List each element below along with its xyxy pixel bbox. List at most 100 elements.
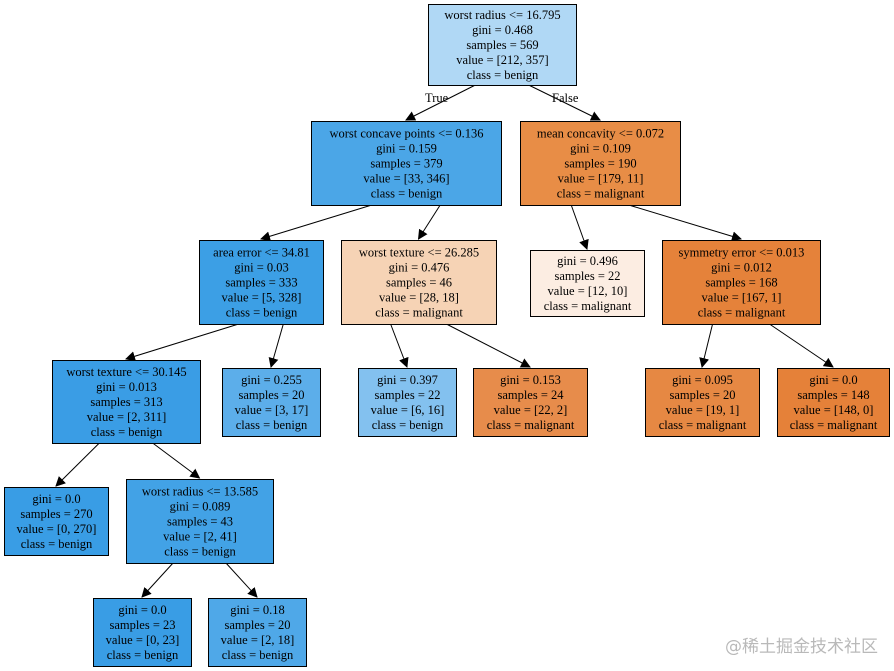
node-text-line: samples = 168 <box>705 276 777 290</box>
node-text-line: class = benign <box>236 418 308 432</box>
node-box <box>530 250 645 317</box>
node-text-line: value = [33, 346] <box>363 172 449 186</box>
node-text-line: class = benign <box>372 418 444 432</box>
node-text-line: gini = 0.03 <box>234 261 289 275</box>
node-text-line: class = benign <box>467 68 539 82</box>
node-text-line: gini = 0.159 <box>376 142 437 156</box>
node-text-line: worst radius <= 13.585 <box>142 485 258 499</box>
node-text-line: value = [148, 0] <box>794 403 874 417</box>
node-text-line: value = [19, 1] <box>666 403 740 417</box>
node-text-line: value = [5, 328] <box>222 291 302 305</box>
edge-n7-n14 <box>152 442 201 479</box>
watermark: @稀土掘金技术社区 <box>725 637 878 657</box>
node-text-line: mean concavity <= 0.072 <box>537 127 664 141</box>
node-text-line: gini = 0.397 <box>377 373 438 387</box>
node-box <box>428 4 577 86</box>
node-box <box>341 240 497 325</box>
node-box <box>222 368 321 437</box>
edge-n4-n10 <box>446 323 531 368</box>
node-text-line: samples = 313 <box>90 395 162 409</box>
node-text-line: value = [12, 10] <box>548 284 628 298</box>
node-text-line: class = malignant <box>659 418 747 432</box>
node-text-line: gini = 0.095 <box>672 373 733 387</box>
node-text-line: worst radius <= 16.795 <box>444 8 560 22</box>
node-text-line: value = [2, 18] <box>221 633 295 647</box>
node-box <box>662 240 821 325</box>
node-text-line: samples = 22 <box>374 388 440 402</box>
node-text-line: gini = 0.0 <box>809 373 857 387</box>
node-text-line: gini = 0.013 <box>96 380 157 394</box>
node-text-line: samples = 23 <box>109 618 175 632</box>
node-text-line: gini = 0.476 <box>389 261 450 275</box>
node-box <box>645 368 760 437</box>
node-text-line: gini = 0.468 <box>472 23 533 37</box>
edge-n2-n5 <box>570 204 589 250</box>
node-text-line: class = malignant <box>790 418 878 432</box>
node-text-line: class = benign <box>91 425 163 439</box>
node-text-line: value = [179, 11] <box>558 172 644 186</box>
node-box <box>52 360 201 444</box>
node-box <box>199 240 324 325</box>
node-text-line: class = malignant <box>557 187 645 201</box>
edge-n1-n3 <box>260 204 372 242</box>
edge-n7-n13 <box>55 442 100 487</box>
edge-n6-n12 <box>769 323 834 368</box>
edge-label-false: False <box>552 91 579 105</box>
node-text-line: samples = 46 <box>386 276 452 290</box>
node-text-line: samples = 20 <box>224 618 290 632</box>
node-text-line: class = benign <box>164 545 236 559</box>
node-text-line: gini = 0.0 <box>118 603 166 617</box>
node-text-line: class = benign <box>371 187 443 201</box>
node-text-line: value = [0, 23] <box>106 633 180 647</box>
edge-n14-n15 <box>141 562 174 598</box>
edge-n14-n16 <box>225 562 258 598</box>
node-text-line: gini = 0.012 <box>711 261 772 275</box>
node-text-line: value = [167, 1] <box>702 291 782 305</box>
node-text-line: samples = 379 <box>370 157 442 171</box>
edge-label-true: True <box>425 91 449 105</box>
node-box <box>777 368 890 437</box>
node-text-line: samples = 569 <box>466 38 538 52</box>
node-text-line: worst concave points <= 0.136 <box>329 127 483 141</box>
node-box <box>93 598 192 667</box>
node-text-line: gini = 0.153 <box>500 373 561 387</box>
edge-n2-n6 <box>628 204 742 242</box>
node-text-line: samples = 333 <box>225 276 297 290</box>
node-text-line: samples = 190 <box>564 157 636 171</box>
node-text-line: value = [0, 270] <box>17 522 97 536</box>
node-box <box>311 121 502 206</box>
node-text-line: value = [2, 311] <box>87 410 166 424</box>
node-text-line: gini = 0.089 <box>170 500 231 514</box>
edge-root-n2 <box>528 84 601 121</box>
node-text-line: value = [3, 17] <box>235 403 309 417</box>
node-text-line: samples = 270 <box>20 507 92 521</box>
node-text-line: value = [6, 16] <box>371 403 445 417</box>
node-box <box>358 368 457 437</box>
edge-n1-n4 <box>417 204 441 240</box>
node-box <box>208 598 307 667</box>
node-text-line: area error <= 34.81 <box>213 246 310 260</box>
node-text-line: gini = 0.18 <box>230 603 285 617</box>
node-text-line: gini = 0.496 <box>557 254 618 268</box>
edge-n6-n11 <box>699 323 714 368</box>
edge-root-n1 <box>405 84 476 121</box>
node-text-line: value = [2, 41] <box>163 530 237 544</box>
node-text-line: value = [28, 18] <box>379 291 459 305</box>
edge-n3-n8 <box>268 323 284 368</box>
node-text-line: class = benign <box>226 306 298 320</box>
